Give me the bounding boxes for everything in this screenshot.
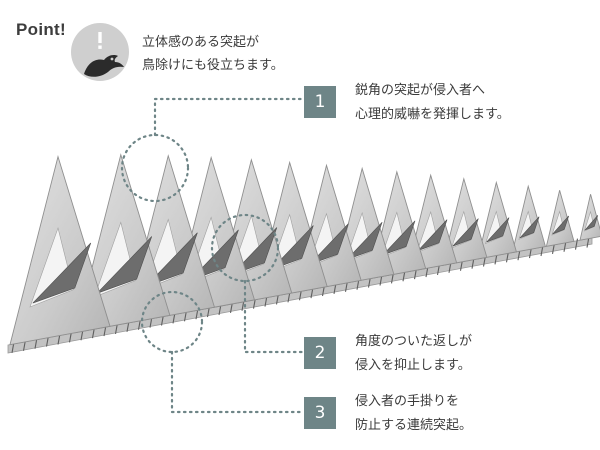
spike-barb	[452, 218, 479, 247]
spike-barb	[584, 215, 599, 231]
spike-barb	[382, 220, 416, 256]
callout-2-text: 角度のついた返しが 侵入を抑止します。	[355, 330, 472, 378]
intro-text: 立体感のある突起が 鳥除けにも役立ちます。	[142, 31, 284, 77]
spike-barb	[519, 216, 540, 239]
intro-line: 立体感のある突起が	[142, 35, 260, 50]
leader-line-1	[153, 97, 304, 137]
callout-line: 侵入を抑止します。	[355, 358, 471, 373]
spike-barb	[552, 215, 569, 235]
callout-line: 防止する連続突起。	[355, 418, 473, 433]
callout-3-badge: 3	[304, 397, 336, 429]
spike-barb	[145, 232, 198, 287]
spike-barb	[486, 217, 510, 243]
spike-barb	[346, 221, 383, 260]
point-title: Point!	[16, 20, 66, 39]
callout-line: 角度のついた返しが	[355, 334, 473, 349]
leader-line-3	[170, 350, 304, 414]
intro-line: 鳥除けにも役立ちます。	[142, 58, 284, 73]
spike-barb	[32, 242, 92, 304]
highlight-circle-1	[120, 133, 190, 203]
spike-barb	[309, 223, 349, 265]
callout-1-badge: 1	[304, 86, 336, 118]
callout-line: 侵入者の手掛りを	[355, 394, 460, 409]
callout-line: 心理的威嚇を発揮します。	[355, 107, 510, 122]
spike-group	[9, 153, 600, 346]
leader-line-2	[243, 279, 304, 354]
callout-1-text: 鋭角の突起が侵入者へ 心理的威嚇を発揮します。	[355, 79, 510, 127]
bird-warning-icon	[71, 23, 129, 81]
callout-line: 鋭角の突起が侵入者へ	[355, 83, 486, 98]
spike-barb	[271, 225, 314, 270]
spike-barb	[96, 236, 153, 294]
spike-barb	[189, 229, 239, 281]
spike-barb	[417, 219, 448, 251]
base-tooth	[574, 238, 579, 250]
highlight-circle-2	[210, 213, 280, 283]
callout-2-badge: 2	[304, 337, 336, 369]
callout-3-text: 侵入者の手掛りを 防止する連続突起。	[355, 390, 472, 438]
guide-lines	[120, 97, 304, 414]
